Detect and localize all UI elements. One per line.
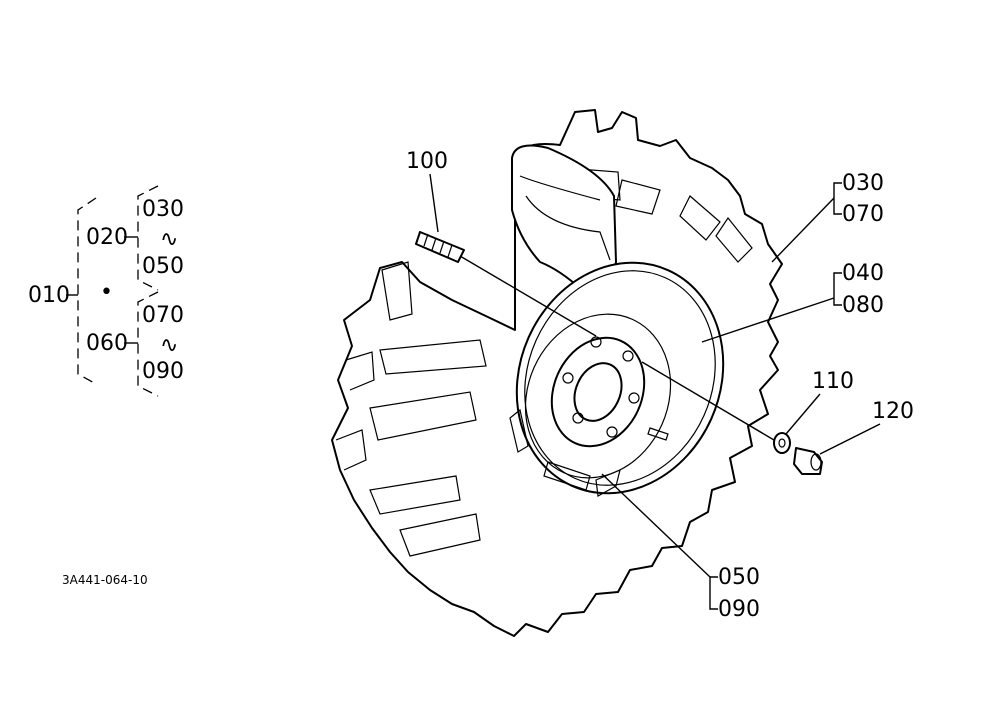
callout-120: 120 — [872, 399, 914, 424]
washer-110 — [641, 361, 791, 454]
callout-040: 040 — [842, 261, 884, 286]
tree-range-b: ∿ — [160, 333, 178, 358]
tree-group-060: 060 — [86, 331, 128, 356]
tire-illustration — [331, 109, 783, 637]
callout-050: 050 — [718, 565, 760, 590]
hub-bolt-holes — [562, 336, 640, 438]
stud-bolt-100 — [415, 231, 597, 337]
tree-group-020: 020 — [86, 225, 128, 250]
callouts: 100 030 070 040 080 110 120 050 090 — [406, 149, 914, 622]
tree-bullet: • — [100, 280, 113, 305]
tree-range-a: ∿ — [160, 227, 178, 252]
callout-110: 110 — [812, 369, 854, 394]
tree-item-050: 050 — [142, 254, 184, 279]
part-hierarchy-tree: 010 020 030 ∿ 050 • 060 070 ∿ 090 — [28, 185, 184, 397]
tree-item-030: 030 — [142, 197, 184, 222]
tree-root-010: 010 — [28, 283, 70, 308]
tree-item-070: 070 — [142, 303, 184, 328]
callout-070: 070 — [842, 202, 884, 227]
callout-030: 030 — [842, 171, 884, 196]
tree-item-090: 090 — [142, 359, 184, 384]
callout-080: 080 — [842, 293, 884, 318]
callout-100: 100 — [406, 149, 448, 174]
drawing-code: 3A441-064-10 — [62, 573, 148, 587]
nut-120 — [793, 447, 823, 475]
callout-090: 090 — [718, 597, 760, 622]
